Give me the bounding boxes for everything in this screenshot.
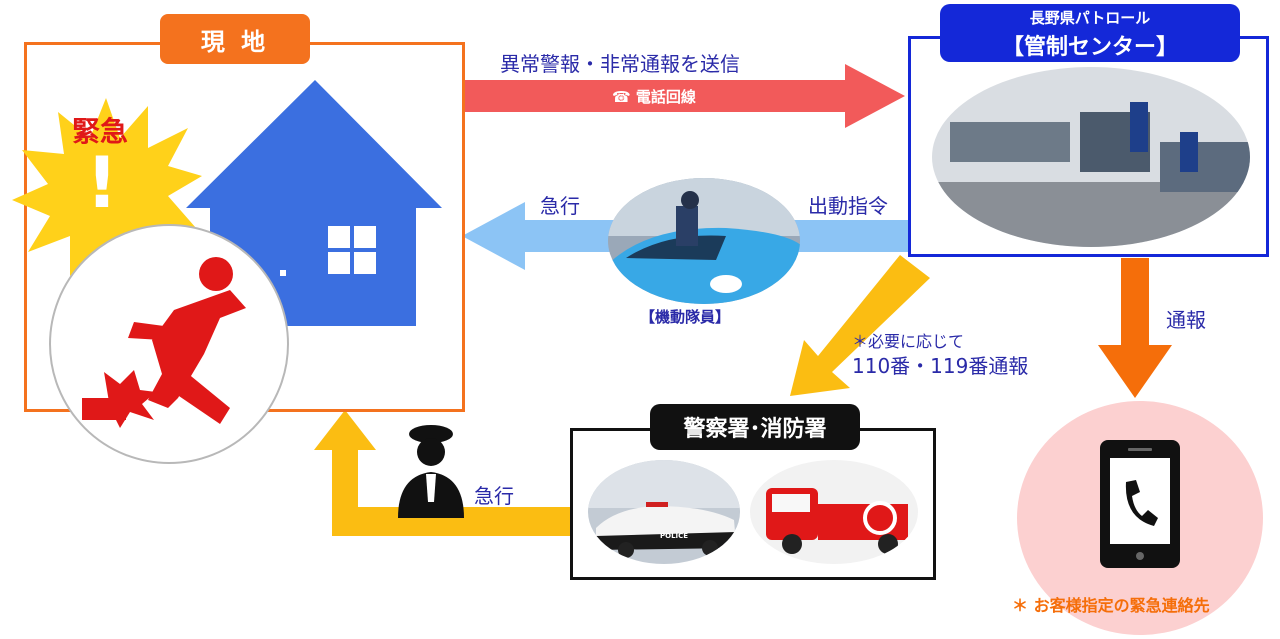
center-subtitle: 長野県パトロール [1029,9,1151,27]
call-numbers-label: 110番・119番通報 [852,354,1029,378]
center-title: 【管制センター】 [1001,35,1178,60]
as-needed-label: ＊必要に応じて [852,332,965,351]
smartphone-icon [1100,440,1180,568]
phone-icon: ☎ [612,88,631,106]
contact-label: ＊ お客様指定の緊急連絡先 [1012,596,1210,615]
center-title-box: 長野県パトロール 【管制センター】 [940,4,1240,62]
station-title: 警察署･消防署 [650,404,860,450]
mobile-staff-label: 【機動隊員】 [640,308,731,326]
dispatch-order-label: 出動指令 [808,194,888,218]
notify-label: 通報 [1166,308,1206,332]
tripping-person-icon [49,224,289,464]
police-text: POLICE [660,532,689,540]
call-arrow [790,255,930,396]
patrol-car-photo [608,178,800,304]
rush-bottom-label: 急行 [474,484,514,508]
rush-top-label: 急行 [540,194,580,218]
officer-icon [398,425,464,518]
phone-line-row: ☎ 電話回線 [612,86,696,107]
scene-title: 現 地 [160,14,310,64]
notify-arrow [1098,258,1172,398]
police-car-photo [588,460,740,564]
alarm-arrow [462,64,905,128]
exclamation-mark: ! [86,142,118,224]
fire-truck-photo [750,460,918,564]
alarm-send-label: 異常警報・非常通報を送信 [500,52,740,76]
control-room-photo [932,67,1250,247]
emergency-label: 緊急 [72,115,129,148]
phone-line-label: 電話回線 [635,88,696,106]
